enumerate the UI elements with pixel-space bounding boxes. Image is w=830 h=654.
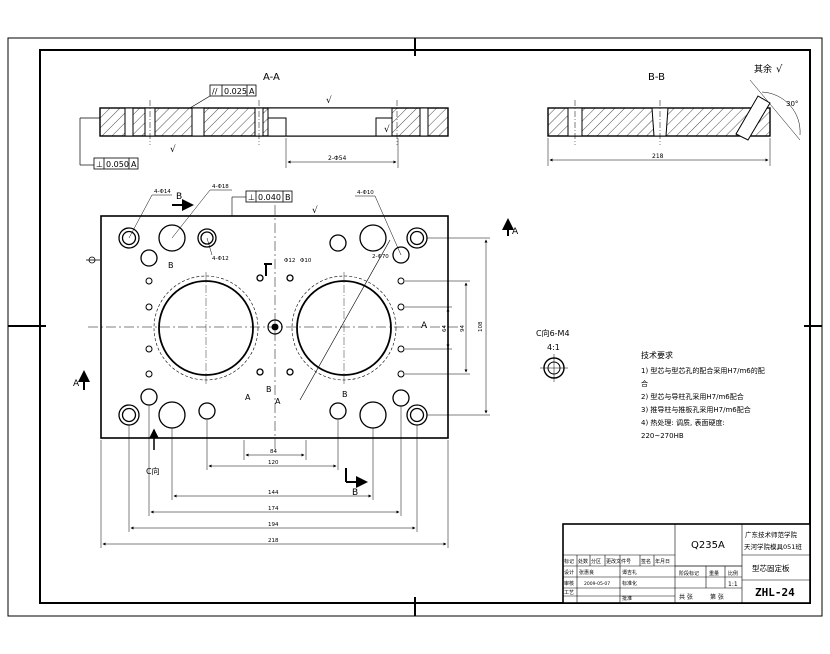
svg-text://: // (212, 87, 218, 96)
school-line-2: 天河学院模具051班 (744, 542, 802, 551)
bottom-dimensions (100, 405, 449, 548)
marker-c-direction: C向 (146, 466, 160, 476)
school-line-1: 广东技术师范学院 (745, 530, 798, 539)
tech-req-2: 2) 型芯与导柱孔采用H7/m6配合 (641, 392, 744, 401)
tech-req-1b: 合 (641, 379, 648, 388)
row-review: 审核 (564, 580, 574, 587)
centering-marks (8, 38, 822, 616)
small-holes (145, 277, 405, 378)
svg-text:更改文件号: 更改文件号 (606, 558, 631, 565)
sheets-total: 共 张 (679, 593, 693, 601)
row-std: 标准化 (622, 580, 637, 587)
roughness-icon: √ (384, 124, 390, 135)
svg-text:A: A (249, 87, 255, 96)
marker-b-bottom: B (352, 488, 358, 498)
detail-c-scale: 4:1 (547, 343, 560, 352)
tech-requirements: 技术要求 1) 型芯与型芯孔的配合采用H7/m6的配 合 2) 型芯与导柱孔采用… (641, 350, 765, 440)
callout-bore: 2-Φ70 (372, 254, 389, 260)
row-process: 工艺 (564, 590, 574, 596)
svg-text:⊥: ⊥ (96, 160, 103, 169)
dim-218: 218 (268, 538, 279, 544)
svg-text:B: B (285, 193, 291, 202)
title-block: Q235A 广东技术师范学院 天河学院模具051班 型芯固定板 ZHL-24 阶… (562, 523, 811, 604)
sheet-number: 第 张 (710, 593, 724, 601)
right-dimensions (405, 237, 490, 416)
perpendicular-tolerance-top: 0.040 (258, 193, 281, 202)
section-aa-title: A-A (263, 72, 280, 83)
marker-b-inner2: B (266, 385, 272, 394)
dim-194: 194 (268, 522, 279, 528)
section-aa-view: A-A // 0.025 A ⊥ 0.050 A √ √ √ (79, 72, 449, 170)
marker-a-top: A (512, 227, 519, 237)
svg-text:A: A (131, 160, 137, 169)
roughness-icon: √ (312, 205, 318, 216)
row-approve: 批准 (622, 595, 632, 602)
tech-req-4: 4) 热处理: 调质, 表面硬度: (641, 418, 725, 427)
callout-4-12: 4-Φ12 (212, 256, 229, 262)
detail-c-view: C向6-M4 4:1 (536, 328, 570, 382)
callout-4-14: 4-Φ14 (154, 189, 171, 195)
roughness-icon: √ (776, 64, 783, 75)
dim-120: 120 (268, 460, 279, 466)
part-name: 型芯固定板 (752, 563, 790, 573)
std-person: 谭吉礼 (622, 569, 637, 576)
marker-a-right: A (421, 321, 428, 331)
marker-a-left: A (73, 379, 80, 389)
marker-a-inner2: A (275, 397, 281, 406)
dim-angle: 30° (786, 100, 798, 108)
marker-b-top: B (176, 192, 182, 202)
tech-req-3: 3) 推导柱与推板孔采用H7/m6配合 (641, 405, 751, 414)
callout-4-18: 4-Φ18 (212, 184, 229, 190)
dim-84: 84 (270, 449, 277, 455)
designer: 张惠良 (579, 569, 594, 576)
dim-174: 174 (268, 506, 279, 512)
section-bb-view: B-B 30° 218 其余 √ (547, 63, 801, 166)
material: Q235A (691, 540, 725, 551)
svg-text:标记: 标记 (564, 558, 574, 565)
dim-section-bb: 218 (652, 153, 664, 160)
perpendicular-tolerance-bottom: 0.050 (106, 160, 129, 169)
callout-dia-12: Φ12 (284, 258, 295, 264)
detail-c-title: C向6-M4 (536, 328, 570, 338)
scale-value: 1:1 (728, 581, 738, 588)
drawing-number: ZHL-24 (755, 586, 795, 599)
dim-section-aa: 2-Φ54 (328, 155, 347, 162)
scale-label: 比例 (728, 570, 738, 577)
plan-view: 4-Φ14 4-Φ18 4-Φ12 4-Φ10 Φ12 Φ10 2-Φ70 ⊥ … (73, 184, 519, 548)
marker-b-inner3: B (342, 390, 348, 399)
rest-roughness-label: 其余 (754, 63, 772, 75)
dim-64: 64 (442, 325, 448, 332)
row-design: 设计 (564, 569, 574, 576)
tech-req-1: 1) 型芯与型芯孔的配合采用H7/m6的配 (641, 366, 765, 375)
dim-108: 108 (478, 321, 484, 332)
marker-b-inner: B (168, 261, 174, 270)
dim-144: 144 (268, 490, 279, 496)
svg-text:分区: 分区 (591, 558, 601, 565)
parallel-tolerance: 0.025 (224, 87, 247, 96)
roughness-icon: √ (326, 95, 332, 106)
tech-req-4b: 220~270HB (641, 432, 684, 440)
svg-text:处数: 处数 (578, 558, 588, 565)
dim-94: 94 (460, 325, 466, 332)
design-date: 2009-05-07 (584, 581, 610, 587)
callout-dia-10: Φ10 (300, 258, 312, 264)
section-bb-title: B-B (648, 72, 665, 83)
weight-label: 重量 (709, 570, 719, 577)
marker-a-inner: A (245, 393, 251, 402)
callout-4-10: 4-Φ10 (357, 190, 374, 196)
svg-text:年月日: 年月日 (655, 558, 670, 565)
tech-req-title: 技术要求 (641, 350, 673, 360)
roughness-icon: √ (170, 144, 176, 155)
stage-mark-label: 阶段标记 (679, 570, 699, 577)
svg-text:⊥: ⊥ (248, 193, 255, 202)
svg-text:签名: 签名 (641, 558, 651, 565)
